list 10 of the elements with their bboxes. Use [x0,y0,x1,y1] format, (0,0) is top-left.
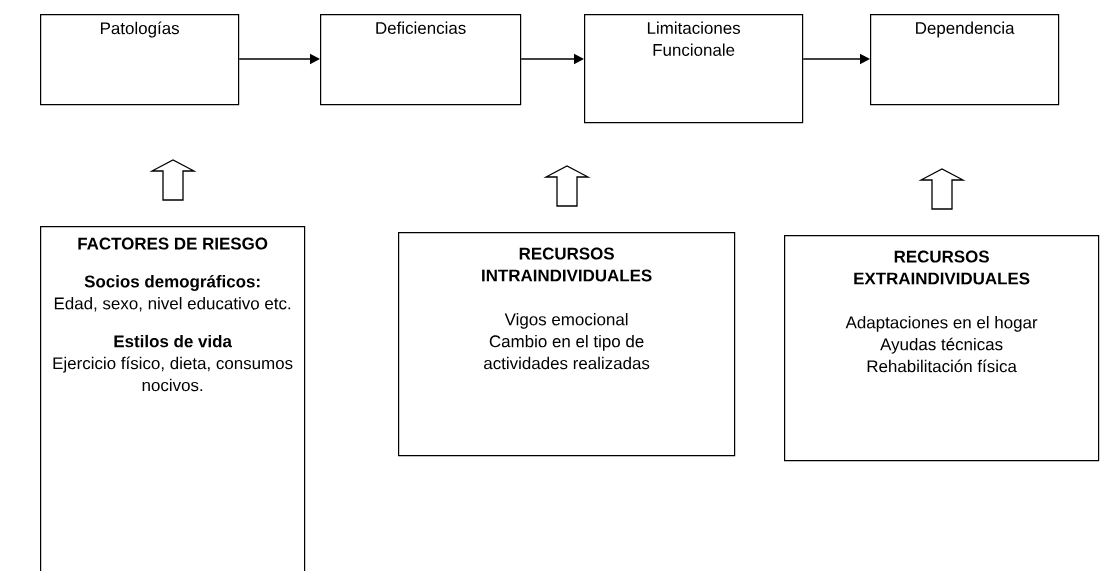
block-arrow [149,159,197,201]
process-box: Limitaciones Funcionale [584,14,804,124]
block-arrow [918,168,966,210]
resource-box: RECURSOS EXTRAINDIVIDUALES Adaptaciones en el hogar Ayudas técnicas Rehabilitación física [784,235,1100,462]
resource-box: RECURSOS INTRAINDIVIDUALES Vigos emocional Cambio en el tipo de actividades realizadas [398,232,736,457]
factor-box: FACTORES DE RIESGO Socios demográficos: Edad, sexo, nivel educativo etc. Estilos de vida Ejercicio físico, dieta, consumos nocivos. [40,226,306,571]
block-arrow [543,165,591,207]
process-box: Patologías [40,14,240,106]
process-box: Dependencia [870,14,1060,106]
process-box: Deficiencias [320,14,522,106]
